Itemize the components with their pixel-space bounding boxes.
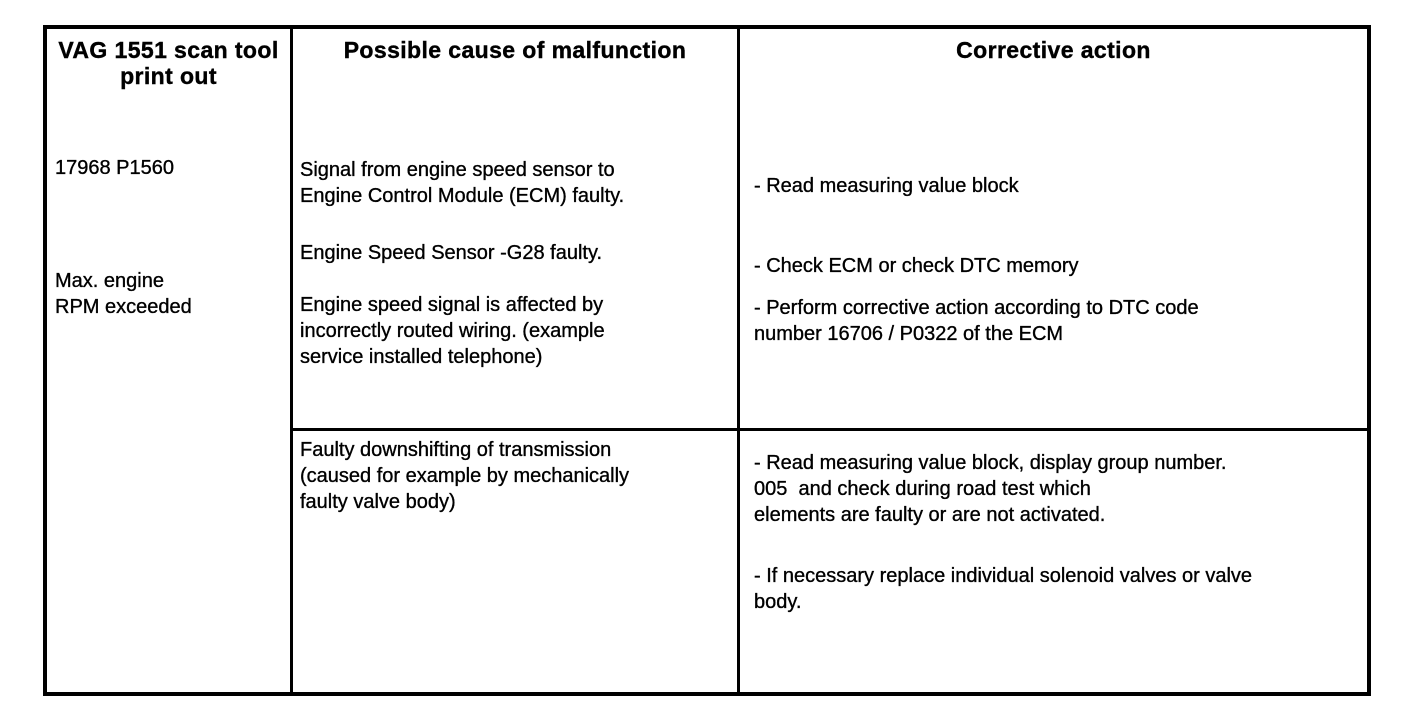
cell-cause-row1: Possible cause of malfunction Signal fro… (293, 29, 740, 431)
cell-scan-tool-printout: VAG 1551 scan tool print out 17968 P1560… (47, 29, 293, 692)
cell-action-row2: - Read measuring value block, display gr… (740, 431, 1367, 692)
cause-row1-item2: Engine Speed Sensor -G28 faulty. (300, 242, 603, 264)
action-row1-item2: - Check ECM or check DTC memory (754, 255, 1079, 277)
column-header-cause: Possible cause of malfunction (343, 37, 687, 63)
cause-row1-item3: Engine speed signal is affected by incor… (300, 294, 605, 368)
action-row2-item2: - If necessary replace individual soleno… (754, 565, 1253, 613)
column-header-scan-tool: VAG 1551 scan tool print out (58, 37, 279, 89)
cause-row1-item1: Signal from engine speed sensor to Engin… (300, 159, 625, 207)
dtc-code: 17968 P1560 (55, 157, 175, 179)
action-row1-item3: - Perform corrective action according to… (754, 297, 1199, 345)
action-row2-item1: - Read measuring value block, display gr… (754, 452, 1227, 526)
action-row1-item1: - Read measuring value block (754, 175, 1019, 197)
dtc-description: Max. engine RPM exceeded (55, 270, 192, 318)
cell-cause-row2: Faulty downshifting of transmission (cau… (293, 431, 740, 692)
dtc-table: VAG 1551 scan tool print out 17968 P1560… (43, 25, 1371, 696)
cause-row2-item1: Faulty downshifting of transmission (cau… (300, 439, 630, 513)
column-header-action: Corrective action (956, 37, 1151, 63)
cell-action-row1: Corrective action - Read measuring value… (740, 29, 1367, 431)
